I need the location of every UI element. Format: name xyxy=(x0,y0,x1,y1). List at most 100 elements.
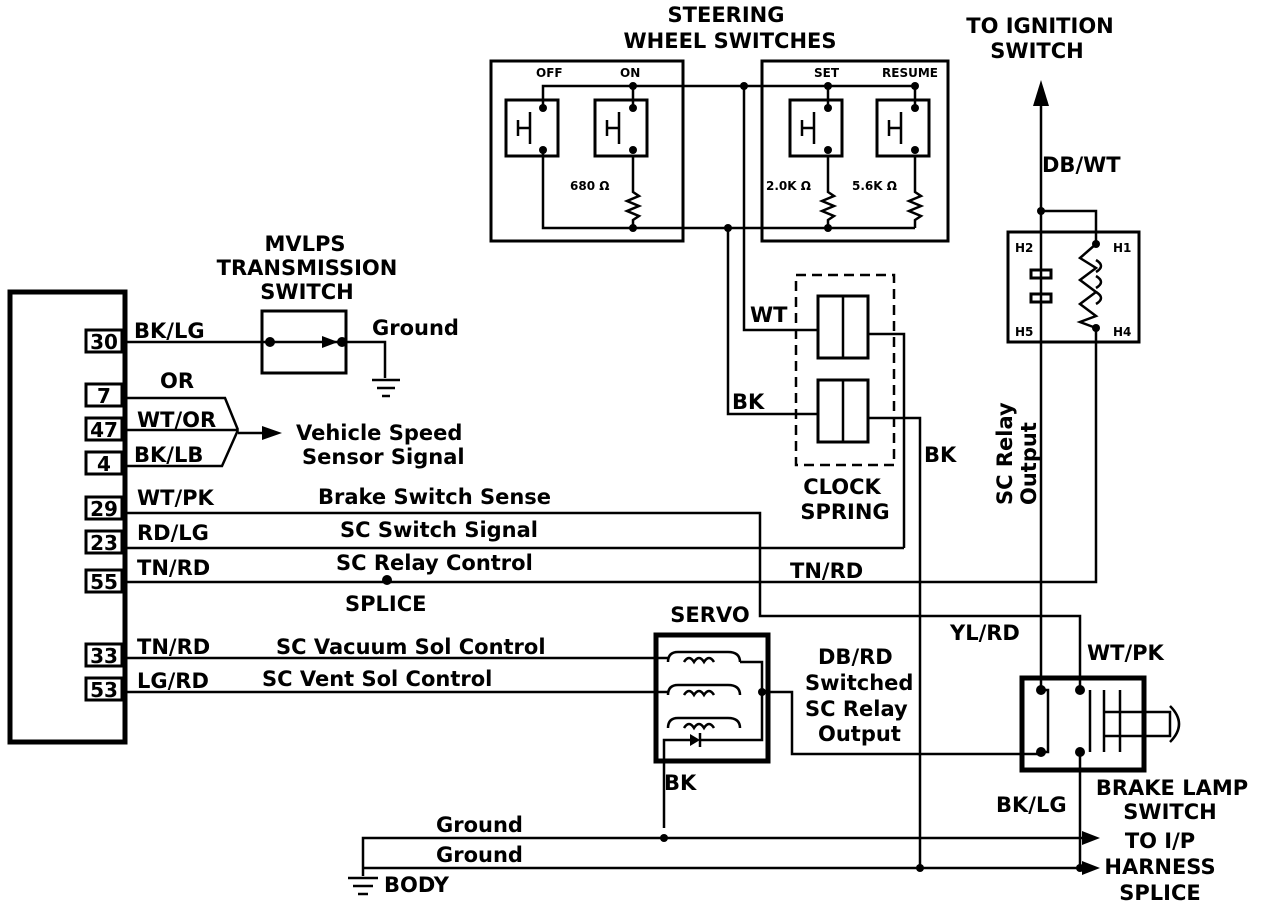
yl-rd-label: YL/RD xyxy=(949,621,1020,645)
svg-text:29: 29 xyxy=(90,497,118,521)
wire-label-55: TN/RD xyxy=(137,556,210,580)
ground-icon xyxy=(372,378,400,398)
bk-right-label: BK xyxy=(924,443,957,467)
clock-bk-label: BK xyxy=(732,390,765,414)
resistor-680-icon xyxy=(623,156,643,228)
pin-30: 30 xyxy=(84,328,124,354)
mvlps-title-2: TRANSMISSION xyxy=(217,256,398,280)
mvlps-title-1: MVLPS xyxy=(264,232,345,256)
pin-47: 47 xyxy=(84,416,124,442)
clock-spring xyxy=(794,273,896,467)
relay-h5-label: H5 xyxy=(1015,325,1033,339)
body-ground-icon xyxy=(348,876,378,896)
ignition-arrow-icon xyxy=(1033,80,1049,106)
resistor-680-label: 680 Ω xyxy=(570,179,609,193)
pin-7: 7 xyxy=(84,382,124,408)
svg-text:53: 53 xyxy=(90,678,118,702)
clock-wt-label: WT xyxy=(750,303,788,327)
pin-55: 55 xyxy=(84,568,124,594)
wire-label-7: OR xyxy=(160,369,194,393)
servo-coils xyxy=(666,650,742,731)
mvlps-title-3: SWITCH xyxy=(260,280,353,304)
bk-lg-bottom-label: BK/LG xyxy=(996,793,1067,817)
svg-text:4: 4 xyxy=(97,452,111,476)
servo-title: SERVO xyxy=(670,603,749,627)
resistor-2k-icon xyxy=(818,156,838,228)
splice-dot xyxy=(382,575,392,585)
sc-relay-output-label-2: Output xyxy=(1017,422,1041,505)
wire-label-4: BK/LB xyxy=(134,443,203,467)
sc-switch-label: SC Switch Signal xyxy=(340,518,538,542)
switch-off-label: OFF xyxy=(536,66,563,80)
steering-title-2: WHEEL SWITCHES xyxy=(623,29,836,53)
relay-coil-icon xyxy=(1076,243,1099,330)
vss-label-2: Sensor Signal xyxy=(302,445,465,469)
wire-label-47: WT/OR xyxy=(137,408,216,432)
svg-text:33: 33 xyxy=(90,644,118,668)
brake-lamp-switch xyxy=(1019,675,1147,773)
wire-label-30: BK/LG xyxy=(134,319,205,343)
ground-label-2: Ground xyxy=(436,843,523,867)
wire-label-53: LG/RD xyxy=(137,669,209,693)
dbrd-label-4: Output xyxy=(818,722,901,746)
to-ip-label-2: HARNESS xyxy=(1104,855,1215,879)
svg-text:7: 7 xyxy=(97,384,111,408)
svg-text:23: 23 xyxy=(90,531,118,555)
svg-text:47: 47 xyxy=(90,418,118,442)
sc-relay-ctrl-label: SC Relay Control xyxy=(336,551,533,575)
pin-29: 29 xyxy=(84,495,124,521)
resistor-5k-label: 5.6K Ω xyxy=(852,179,897,193)
svg-text:30: 30 xyxy=(90,330,118,354)
vss-label-1: Vehicle Speed xyxy=(296,421,462,445)
pin-4: 4 xyxy=(84,450,124,476)
pin-53: 53 xyxy=(84,676,124,702)
switch-contact-icon xyxy=(322,336,338,348)
ignition-label-2: SWITCH xyxy=(990,39,1083,63)
switch-on xyxy=(593,98,649,158)
splice-label: SPLICE xyxy=(345,592,426,616)
ignition-label-1: TO IGNITION xyxy=(966,14,1114,38)
switch-resume xyxy=(875,98,931,158)
brake-sense-label: Brake Switch Sense xyxy=(318,485,551,509)
clock-spring-title-2: SPRING xyxy=(800,500,889,524)
wire-label-23: RD/LG xyxy=(137,521,209,545)
dbrd-label-2: Switched xyxy=(805,671,913,695)
dbrd-label-3: SC Relay xyxy=(805,697,908,721)
pin-23: 23 xyxy=(84,529,124,555)
to-ip-label-1: TO I/P xyxy=(1125,829,1195,853)
sc-relay xyxy=(1006,230,1141,344)
to-ip-label-3: SPLICE xyxy=(1119,881,1200,905)
steering-switch-left xyxy=(489,59,685,243)
relay-h4-label: H4 xyxy=(1113,325,1131,339)
svg-text:55: 55 xyxy=(90,570,118,594)
vss-arrow-icon xyxy=(262,426,282,440)
diode-icon xyxy=(690,734,700,746)
switch-off xyxy=(504,98,560,158)
clock-spring-title-1: CLOCK xyxy=(803,475,881,499)
servo-bk-label: BK xyxy=(664,771,697,795)
switch-set xyxy=(788,98,844,158)
ground-trans-label: Ground xyxy=(372,316,459,340)
dbrd-label-1: DB/RD xyxy=(818,645,893,669)
switch-set-label: SET xyxy=(814,66,840,80)
relay-h2-label: H2 xyxy=(1015,241,1033,255)
steering-switch-right xyxy=(760,59,950,243)
pcm-module xyxy=(7,289,128,745)
ground-arrow-icon-2 xyxy=(1082,861,1100,875)
wt-pk-right-label: WT/PK xyxy=(1087,641,1165,665)
pin-33: 33 xyxy=(84,642,124,668)
wire-label-29: WT/PK xyxy=(137,486,215,510)
brake-lamp-title-1: BRAKE LAMP xyxy=(1096,776,1248,800)
resistor-2k-label: 2.0K Ω xyxy=(766,179,811,193)
ground-arrow-icon-1 xyxy=(1082,831,1100,845)
ground-label-1: Ground xyxy=(436,813,523,837)
servo xyxy=(653,632,771,764)
sc-relay-output-label-1: SC Relay xyxy=(993,402,1017,505)
db-wt-label: DB/WT xyxy=(1042,153,1121,177)
tn-rd-right-label: TN/RD xyxy=(790,559,863,583)
brake-lamp-title-2: SWITCH xyxy=(1123,800,1216,824)
switch-resume-label: RESUME xyxy=(882,66,938,80)
steering-title-1: STEERING xyxy=(668,3,785,27)
